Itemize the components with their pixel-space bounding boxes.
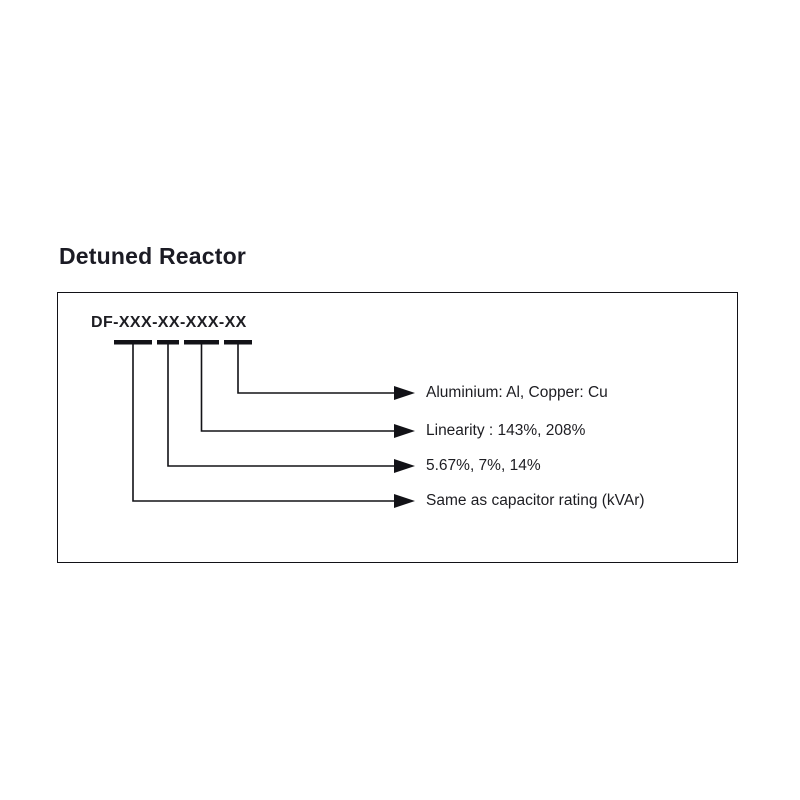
part-number-code: DF-XXX-XX-XXX-XX <box>91 314 247 331</box>
callout-label-rating: Same as capacitor rating (kVAr) <box>426 492 645 509</box>
callout-label-material: Aluminium: Al, Copper: Cu <box>426 384 608 401</box>
leader-line-rating <box>132 344 394 502</box>
callout-leader-lines <box>132 344 394 502</box>
callout-label-detuning-factor: 5.67%, 7%, 14% <box>426 457 541 474</box>
nomenclature-diagram-box: DF-XXX-XX-XXX-XX Aluminium: Al, Copper: … <box>57 292 738 563</box>
arrowhead-icon-rating <box>394 494 415 508</box>
callout-lines-graphic <box>114 340 415 508</box>
segment-underline-2 <box>157 340 179 345</box>
arrowhead-icons <box>394 386 415 508</box>
segment-underline-1 <box>114 340 152 345</box>
callout-label-linearity: Linearity : 143%, 208% <box>426 422 586 439</box>
segment-underline-4 <box>224 340 252 345</box>
arrowhead-icon-detuning-factor <box>394 459 415 473</box>
arrowhead-icon-linearity <box>394 424 415 438</box>
leader-line-linearity <box>200 344 394 432</box>
leader-line-material <box>237 344 394 394</box>
page-title: Detuned Reactor <box>59 243 247 269</box>
leader-line-detuning-factor <box>167 344 394 467</box>
arrowhead-icon-material <box>394 386 415 400</box>
segment-underline-bars <box>114 340 252 345</box>
segment-underline-3 <box>184 340 219 345</box>
